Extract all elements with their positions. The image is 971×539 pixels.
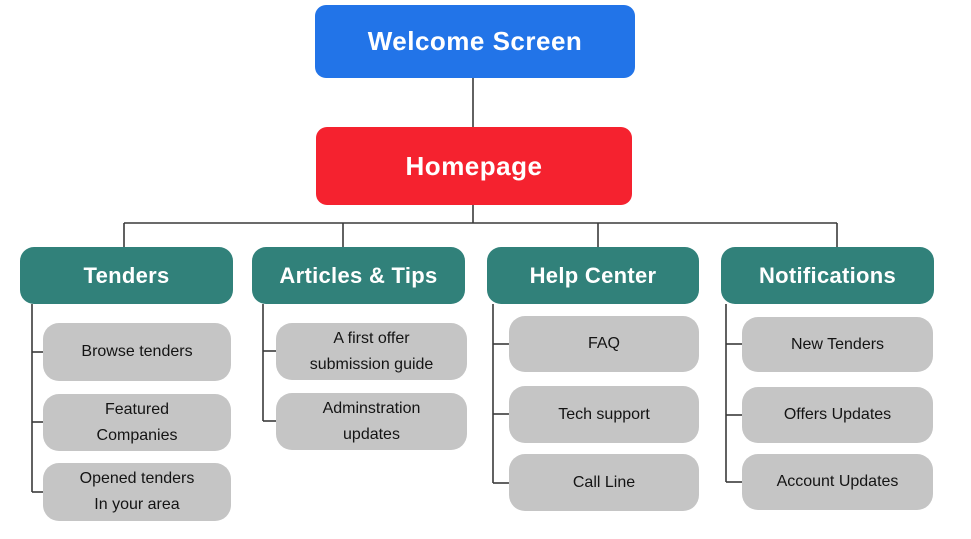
connector-group xyxy=(31,78,838,493)
node-call-line: Call Line xyxy=(509,454,699,511)
node-homepage: Homepage xyxy=(316,127,632,205)
node-articles-tips: Articles & Tips xyxy=(252,247,465,304)
node-tech-support: Tech support xyxy=(509,386,699,443)
node-faq: FAQ xyxy=(509,316,699,372)
node-browse-tenders: Browse tenders xyxy=(43,323,231,381)
node-help-center: Help Center xyxy=(487,247,699,304)
node-first-offer-guide: A first offer submission guide xyxy=(276,323,467,380)
node-new-tenders: New Tenders xyxy=(742,317,933,372)
node-notifications: Notifications xyxy=(721,247,934,304)
node-adminstration-updates: Adminstration updates xyxy=(276,393,467,450)
node-welcome-screen: Welcome Screen xyxy=(315,5,635,78)
node-offers-updates: Offers Updates xyxy=(742,387,933,443)
node-tenders: Tenders xyxy=(20,247,233,304)
node-featured-companies: Featured Companies xyxy=(43,394,231,451)
node-account-updates: Account Updates xyxy=(742,454,933,510)
node-opened-tenders-area: Opened tenders In your area xyxy=(43,463,231,521)
